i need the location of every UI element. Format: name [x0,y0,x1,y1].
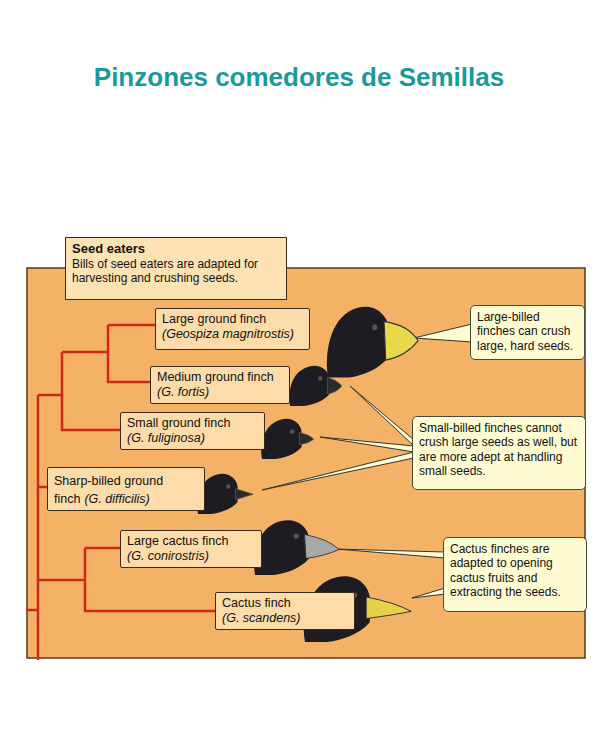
scientific-name: (G. scandens) [222,611,348,626]
species-box: Medium ground finch(G. fortis) [150,366,290,404]
box-heading: Seed eaters [72,241,280,257]
tree-branch [62,351,108,354]
scientific-name: (G. fortis) [157,385,283,400]
callout-text: Cactus finches are adapted to opening ca… [450,542,580,600]
tree-branch [38,394,62,397]
scientific-name: (Geospiza magnitrostis) [162,327,303,342]
tree-root-line [37,395,40,660]
callout-pointer [320,437,414,452]
callout-box: Small-billed finches cannot crush large … [412,416,586,490]
page-title: Pinzones comedores de Semillas [0,62,598,93]
callout-pointer [414,324,472,342]
callout-text: Large-billed finches can crush large, ha… [477,310,578,353]
common-name: Medium ground finch [157,370,283,385]
finch-head [261,419,313,459]
scientific-name: (G. conirostris) [127,549,255,564]
callout-pointer [350,386,414,446]
common-name: Cactus finch [222,596,348,611]
scientific-name: (G. fuliginosa) [127,431,258,446]
callout-text: Small-billed finches cannot crush large … [419,421,579,479]
finch-head [197,474,253,514]
callout-pointer [412,588,445,598]
tree-branch [108,325,155,382]
common-name: Large cactus finch [127,534,255,549]
tree-branch [38,486,47,489]
species-box: Small ground finch(G. fuliginosa) [120,412,265,450]
callout-pointer [336,549,445,558]
callout-box: Large-billed finches can crush large, ha… [470,305,585,360]
finch-head [254,520,339,575]
common-name: Large ground finch [162,312,303,327]
tree-branch [62,352,120,430]
finch-head [327,307,418,378]
box-body: Bills of seed eaters are adapted for har… [72,257,280,286]
tree-root-tick [26,609,38,612]
common-name: Small ground finch [127,416,258,431]
finch-head [289,366,341,406]
scientific-name: (G. difficilis) [84,492,149,506]
species-box: Large ground finch(Geospiza magnitrostis… [155,308,310,350]
callout-pointer [262,452,414,490]
finch-heads [197,307,418,642]
callout-box: Cactus finches are adapted to opening ca… [443,537,587,612]
species-box: Sharp-billed ground finch(G. difficilis) [47,467,205,511]
species-box: Large cactus finch(G. conirostris) [120,530,262,568]
species-box: Cactus finch(G. scandens) [215,592,355,630]
header-box: Seed eatersBills of seed eaters are adap… [65,237,287,300]
